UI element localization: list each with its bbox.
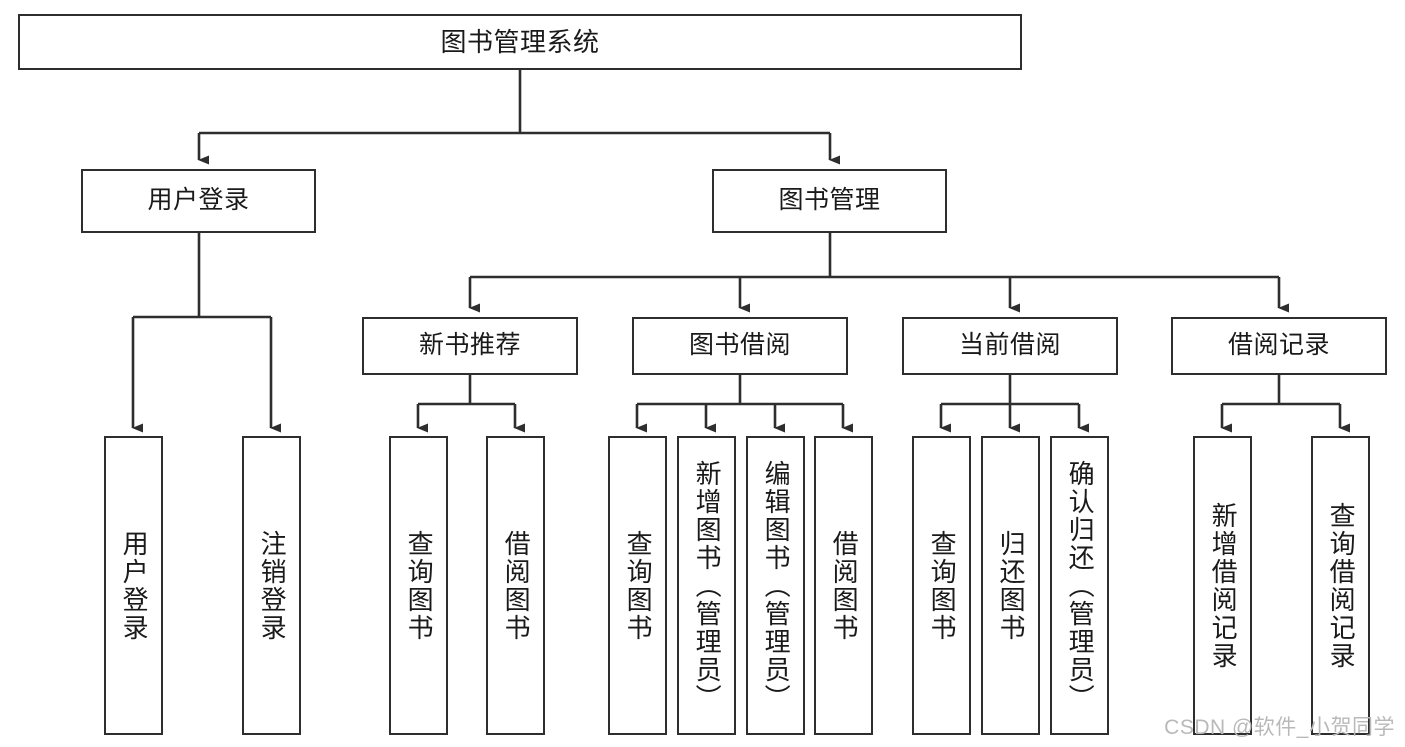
leaf-logout-login[interactable]: 注销登录 (242, 436, 301, 735)
node-label: 查询借阅记录 (1326, 501, 1357, 670)
node-label: 归还图书 (996, 529, 1027, 642)
node-current-borrow[interactable]: 当前借阅 (902, 317, 1118, 375)
node-label: 借阅图书 (829, 529, 860, 642)
node-book-management[interactable]: 图书管理 (712, 169, 947, 233)
node-label: 新书推荐 (418, 331, 521, 360)
node-user-login[interactable]: 用户登录 (81, 169, 316, 233)
leaf-user-login[interactable]: 用户登录 (104, 436, 163, 735)
node-book-management-system[interactable]: 图书管理系统 (18, 14, 1022, 70)
node-label: 借阅图书 (501, 529, 532, 642)
node-label: 查询图书 (623, 529, 654, 642)
leaf-borrow-book-recommend[interactable]: 借阅图书 (486, 436, 545, 735)
leaf-query-borrow-record[interactable]: 查询借阅记录 (1311, 436, 1370, 735)
node-label: 新增图书（管理员） (692, 459, 723, 712)
leaf-confirm-return-admin[interactable]: 确认归还（管理员） (1050, 436, 1109, 735)
node-label: 当前借阅 (958, 331, 1061, 360)
leaf-borrow-book[interactable]: 借阅图书 (814, 436, 873, 735)
node-label: 用户登录 (119, 529, 150, 642)
csdn-watermark: CSDN @软件_小贺同学 (1164, 716, 1395, 739)
node-label: 图书管理系统 (440, 26, 600, 57)
node-label: 新增借阅记录 (1208, 501, 1239, 670)
node-label: 确认归还（管理员） (1065, 459, 1096, 712)
node-borrow-record[interactable]: 借阅记录 (1171, 317, 1387, 375)
node-label: 编辑图书（管理员） (761, 459, 792, 712)
leaf-add-borrow-record[interactable]: 新增借阅记录 (1193, 436, 1252, 735)
node-label: 查询图书 (927, 529, 958, 642)
node-label: 借阅记录 (1227, 331, 1330, 360)
node-label: 图书管理 (778, 186, 881, 215)
leaf-query-book-recommend[interactable]: 查询图书 (389, 436, 448, 735)
leaf-add-book-admin[interactable]: 新增图书（管理员） (677, 436, 736, 735)
node-new-book-recommendation[interactable]: 新书推荐 (362, 317, 578, 375)
node-label: 图书借阅 (688, 331, 791, 360)
leaf-edit-book-admin[interactable]: 编辑图书（管理员） (746, 436, 805, 735)
node-label: 用户登录 (147, 186, 250, 215)
node-label: 查询图书 (404, 529, 435, 642)
leaf-return-book[interactable]: 归还图书 (981, 436, 1040, 735)
leaf-query-book-current[interactable]: 查询图书 (912, 436, 971, 735)
leaf-query-book-borrow[interactable]: 查询图书 (608, 436, 667, 735)
node-book-borrow[interactable]: 图书借阅 (632, 317, 848, 375)
node-label: 注销登录 (257, 529, 288, 642)
